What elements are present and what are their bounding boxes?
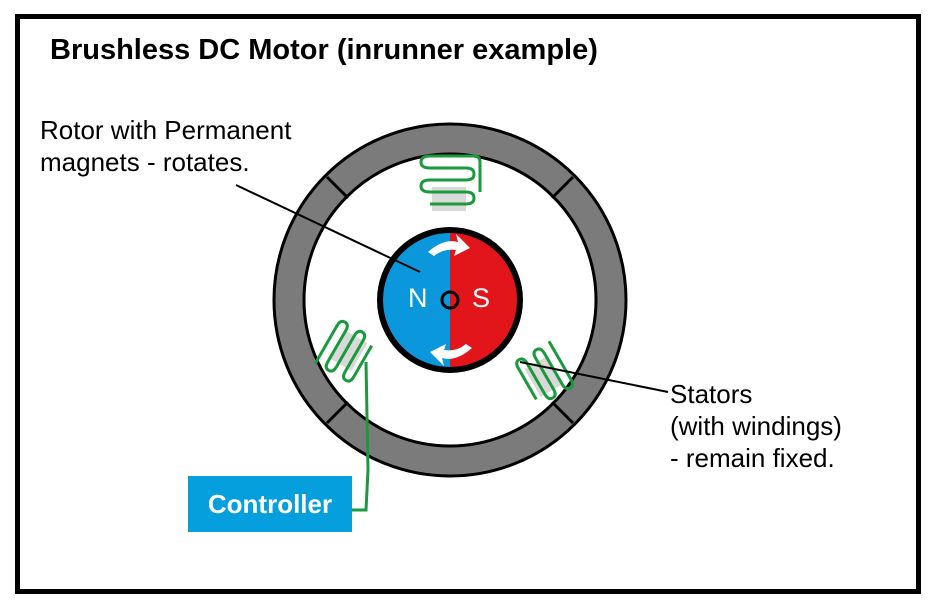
housing-band — [274, 124, 626, 476]
rotor-south-half — [450, 230, 520, 370]
north-pole-label: N — [408, 283, 428, 313]
housing-ring — [272, 122, 628, 478]
stator-label: Stators (with windings) - remain fixed. — [670, 378, 842, 474]
south-pole-label: S — [472, 283, 490, 313]
rotor-label-line-2: magnets - rotates. — [40, 147, 250, 177]
stator-winding — [419, 154, 476, 206]
controller-label: Controller — [207, 488, 333, 519]
housing-inner-edge — [302, 152, 598, 448]
stator-winding — [313, 319, 374, 383]
rotor-north-half — [380, 230, 450, 370]
stator-label-line-1: Stators — [670, 379, 753, 409]
rotor-leader-line — [235, 184, 421, 273]
stator-top — [419, 154, 482, 211]
stator-winding-lead — [454, 154, 482, 192]
controller-box: Controller — [188, 476, 352, 532]
housing-segment-line — [550, 175, 575, 200]
stator-lower-left — [313, 319, 374, 383]
rotor-label: Rotor with Permanent magnets - rotates. — [40, 114, 291, 178]
housing-segment-line — [325, 175, 350, 200]
rotor-outline — [377, 227, 523, 373]
stator-lower-right — [515, 340, 574, 401]
stator-label-line-2: (with windings) — [670, 411, 842, 441]
rotation-arrow-top — [428, 234, 470, 256]
housing-outer-edge — [272, 122, 628, 478]
housing-segment-line — [550, 400, 575, 425]
housing-segment-line — [325, 400, 350, 425]
rotor-shaft — [440, 290, 460, 310]
diagram-frame — [15, 14, 921, 594]
rotor: N S — [377, 227, 523, 373]
rotor-label-line-1: Rotor with Permanent — [40, 115, 292, 145]
rotation-arrow-bottom — [430, 344, 472, 366]
controller-wire — [352, 361, 370, 512]
stator-winding — [515, 340, 574, 401]
diagram-title: Brushless DC Motor (inrunner example) — [50, 34, 598, 66]
stator-label-line-3: - remain fixed. — [670, 443, 835, 473]
stator-leader-line — [519, 361, 669, 393]
